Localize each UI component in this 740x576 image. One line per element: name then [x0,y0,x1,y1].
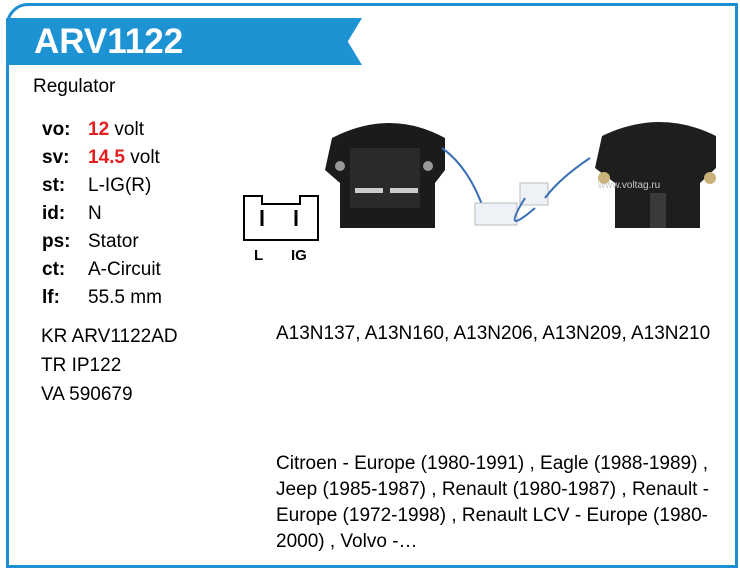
spec-lf: lf:55.5 mm [42,287,162,308]
oem-numbers: A13N137, A13N160, A13N206, A13N209, A13N… [276,323,711,344]
spec-vo: vo:12 volt [42,119,144,140]
part-type: Regulator [33,76,116,97]
pin-label-l: L [254,247,264,264]
card-frame [6,3,738,568]
spec-list: vo:12 volt sv:14.5 volt st:L-IG(R) id:N … [42,116,162,312]
title-banner [6,18,362,65]
product-photo [325,122,716,228]
spec-ct: ct:A-Circuit [42,259,161,280]
watermark: www.voltag.ru [598,180,661,191]
cross-references: KR ARV1122AD TR IP122 VA 590679 [41,326,178,405]
spec-id: id:N [42,203,102,224]
connector-diagram [243,195,319,241]
part-number: ARV1122 [34,22,184,61]
spec-ps: ps:Stator [42,231,139,252]
pin-label-ig: IG [291,247,307,264]
spec-sv: sv:14.5 volt [42,147,160,168]
applications: Citroen - Europe (1980-1991) , Eagle (19… [276,453,710,552]
spec-st: st:L-IG(R) [42,175,152,196]
